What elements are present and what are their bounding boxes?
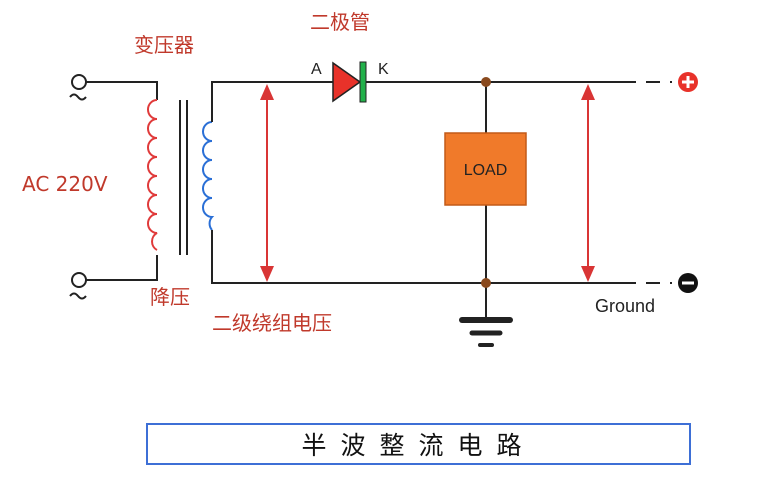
diode-symbol [332, 61, 367, 103]
ground-label: Ground [595, 296, 655, 316]
secondary-voltage-label: 二级绕组电压 [212, 311, 332, 335]
minus-terminal-icon [678, 273, 698, 293]
diagram-caption: 半波整流电路 [146, 423, 691, 465]
diode-label: 二极管 [310, 10, 370, 34]
ground-icon [459, 317, 513, 347]
plus-terminal-icon [678, 72, 698, 92]
anode-label: A [311, 61, 322, 78]
voltage-arrows [260, 84, 595, 282]
transformer-core [179, 100, 188, 255]
secondary-coil [202, 121, 215, 231]
cathode-label: K [378, 61, 389, 78]
transformer-label: 变压器 [134, 33, 194, 57]
load-label: LOAD [464, 162, 508, 179]
primary-wires [86, 81, 158, 281]
step-down-label: 降压 [150, 285, 190, 309]
load-resistor: LOAD [444, 132, 527, 206]
primary-coil [147, 99, 158, 251]
junction-nodes [481, 77, 491, 288]
circuit-wires [211, 81, 672, 318]
ac-input-label: AC 220V [22, 172, 108, 196]
